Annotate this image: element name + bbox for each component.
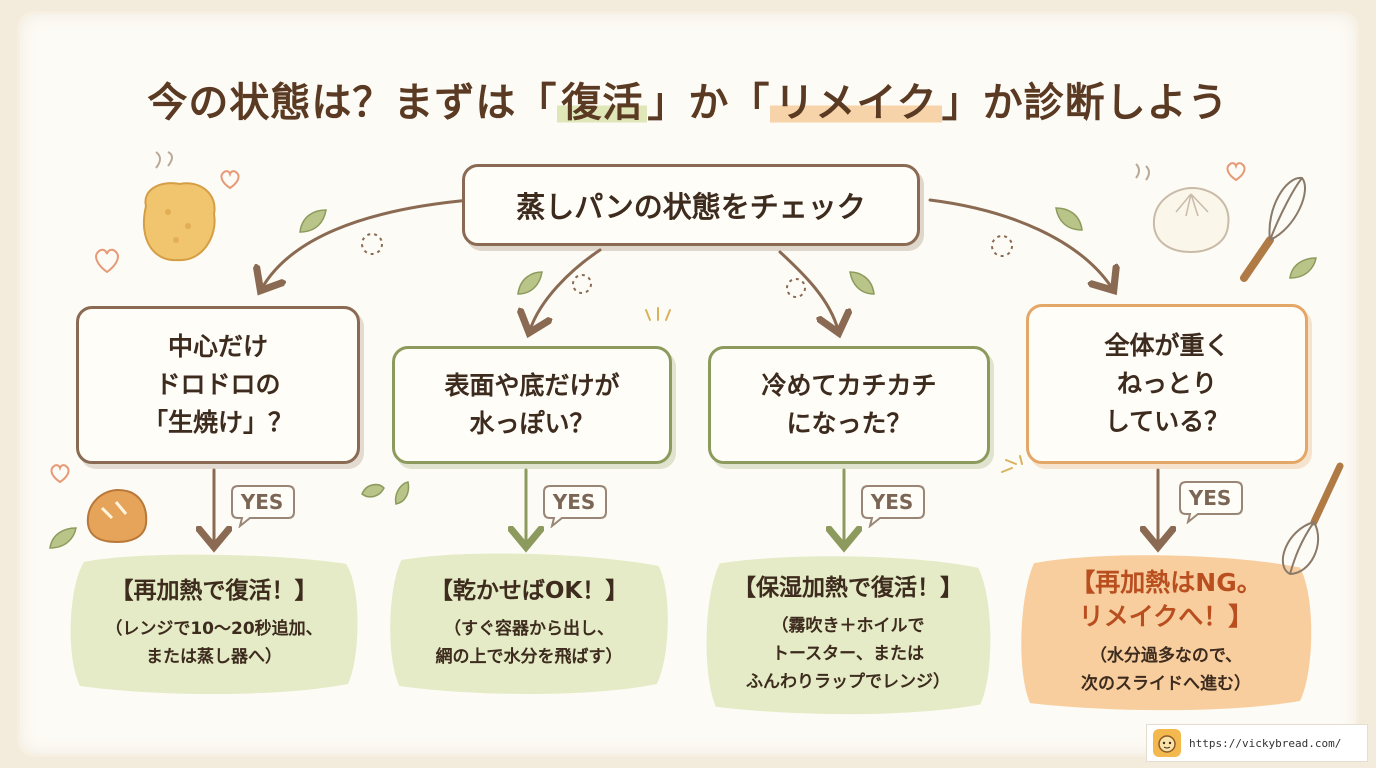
arrow-to-branch-2	[530, 248, 602, 330]
leaf-icon	[361, 481, 410, 505]
yes-label: YES	[552, 490, 596, 514]
root-label: 蒸しパンの状態をチェック	[516, 190, 866, 224]
question-text: 中心だけ ドロドロの 「生焼け」？	[142, 332, 293, 437]
result-box-4: 【再加熱はNG。 リメイクへ！】 （水分過多なので、 次のスライドへ進む）	[1016, 550, 1316, 714]
question-box-2: 表面や底だけが 水っぽい？	[392, 346, 672, 464]
heart-icon	[95, 248, 119, 274]
result-head: 【再加熱で復活！】	[110, 578, 318, 604]
footer-url[interactable]: https://vickybread.com/	[1189, 736, 1342, 750]
root-check-box: 蒸しパンの状態をチェック	[462, 164, 920, 246]
whisk-icon	[1281, 462, 1344, 576]
title-text-2: 」か「	[647, 80, 771, 126]
result-box-3: 【保湿加熱で復活！】 （霧吹き＋ホイルで トースター、または ふんわりラップでレ…	[700, 550, 996, 718]
page-title: 今の状態は？まずは「復活」か「リメイク」か診断しよう	[0, 70, 1376, 128]
bread-character-icon	[1153, 729, 1181, 757]
leaf-icon	[849, 271, 875, 295]
yes-label: YES	[870, 490, 914, 514]
result-box-1: 【再加熱で復活！】 （レンジで10〜20秒追加、 または蒸し器へ）	[64, 548, 364, 698]
steamed-bun-icon	[142, 151, 216, 262]
heart-icon	[50, 464, 70, 484]
result-sub: （霧吹き＋ホイルで トースター、または ふんわりラップでレンジ）	[746, 616, 950, 692]
arrow-to-branch-1	[262, 198, 472, 288]
result-sub: （レンジで10〜20秒追加、 または蒸し器へ）	[105, 619, 323, 667]
yes-label: YES	[240, 490, 284, 514]
heart-icon	[1226, 162, 1246, 182]
steam-icon	[1135, 163, 1150, 181]
yes-label: YES	[1188, 486, 1232, 510]
leaf-icon	[1055, 207, 1083, 231]
result-box-2: 【乾かせばOK！】 （すぐ容器から出し、 網の上で水分を飛ばす）	[384, 548, 674, 698]
question-text: 冷めてカチカチ になった？	[761, 371, 937, 438]
question-text: 全体が重く ねっとり している？	[1104, 331, 1230, 436]
leaf-icon	[1289, 257, 1317, 279]
yes-bubble-2: YES	[540, 482, 608, 528]
arrow-to-branch-3	[778, 250, 838, 330]
yes-bubble-1: YES	[228, 482, 296, 528]
yes-bubble-4: YES	[1176, 478, 1244, 524]
result-head: 【再加熱はNG。 リメイクへ！】	[1070, 568, 1262, 631]
title-highlight-revive: 復活	[557, 80, 648, 126]
leaf-icon	[517, 271, 543, 295]
question-box-4: 全体が重く ねっとり している？	[1026, 304, 1308, 464]
title-highlight-remake: リメイク	[770, 80, 942, 126]
question-text: 表面や底だけが 水っぽい？	[444, 371, 620, 438]
title-text-3: 」か診断しよう	[941, 80, 1229, 126]
leaf-icon	[49, 527, 77, 549]
result-head: 【乾かせばOK！】	[429, 578, 629, 604]
leaf-icon	[299, 209, 327, 233]
footer-credit[interactable]: https://vickybread.com/	[1146, 724, 1368, 762]
result-sub: （水分過多なので、 次のスライドへ進む）	[1081, 646, 1251, 694]
yes-bubble-3: YES	[858, 482, 926, 528]
sparkle-icon	[1001, 455, 1023, 473]
steamed-bun-icon	[1152, 186, 1230, 254]
heart-icon	[220, 170, 240, 190]
arrow-to-branch-4	[928, 198, 1112, 288]
question-box-3: 冷めてカチカチ になった？	[708, 346, 990, 464]
sparkle-icon	[645, 307, 671, 321]
whisk-icon	[1240, 176, 1307, 282]
title-text-1: 今の状態は？まずは「	[147, 80, 558, 126]
bread-roll-icon	[86, 488, 148, 544]
result-head: 【保湿加熱で復活！】	[733, 575, 963, 601]
result-sub: （すぐ容器から出し、 網の上で水分を飛ばす）	[435, 619, 623, 667]
question-box-1: 中心だけ ドロドロの 「生焼け」？	[76, 306, 360, 464]
